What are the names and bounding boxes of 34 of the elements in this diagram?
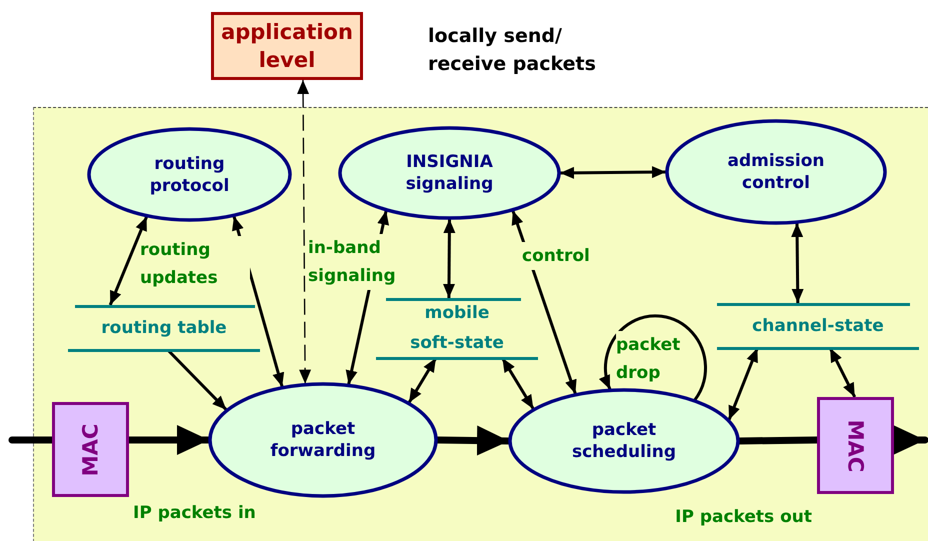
- node-label: routing table: [101, 316, 227, 340]
- arrow: [501, 357, 535, 410]
- arrow: [108, 216, 148, 306]
- annotation-text: locally send/ receive packets: [428, 24, 597, 77]
- mac-layer-box: [817, 397, 894, 494]
- arrow: [443, 218, 456, 298]
- edge-label: control: [522, 242, 590, 270]
- arrow: [297, 80, 312, 384]
- node-label: packet forwarding: [269, 418, 377, 462]
- application-box: [211, 12, 363, 80]
- data-store: [717, 303, 919, 348]
- node-label: INSIGNIA signaling: [404, 151, 494, 195]
- arrow: [408, 357, 438, 404]
- arrow: [560, 166, 666, 179]
- data-store: [68, 305, 260, 350]
- process-ellipse: [208, 382, 438, 498]
- node-label: admission control: [726, 150, 826, 194]
- loop-arrow: [600, 314, 707, 401]
- node-label: application level: [220, 19, 354, 74]
- node-label: routing protocol: [148, 152, 230, 196]
- mac-layer-box: [52, 402, 129, 497]
- layer-label: MAC: [78, 423, 102, 476]
- node-label: mobile soft-state: [409, 302, 505, 355]
- arrow: [828, 347, 856, 398]
- arrow: [791, 223, 804, 304]
- node-label: packet scheduling: [570, 419, 678, 463]
- process-ellipse: [87, 127, 292, 222]
- arrow: [728, 347, 759, 420]
- layer-label: MAC: [844, 419, 868, 472]
- process-ellipse: [665, 119, 887, 225]
- process-ellipse: [508, 388, 740, 494]
- node-label: channel-state: [752, 314, 884, 338]
- process-ellipse: [338, 126, 561, 220]
- data-store: [376, 298, 538, 358]
